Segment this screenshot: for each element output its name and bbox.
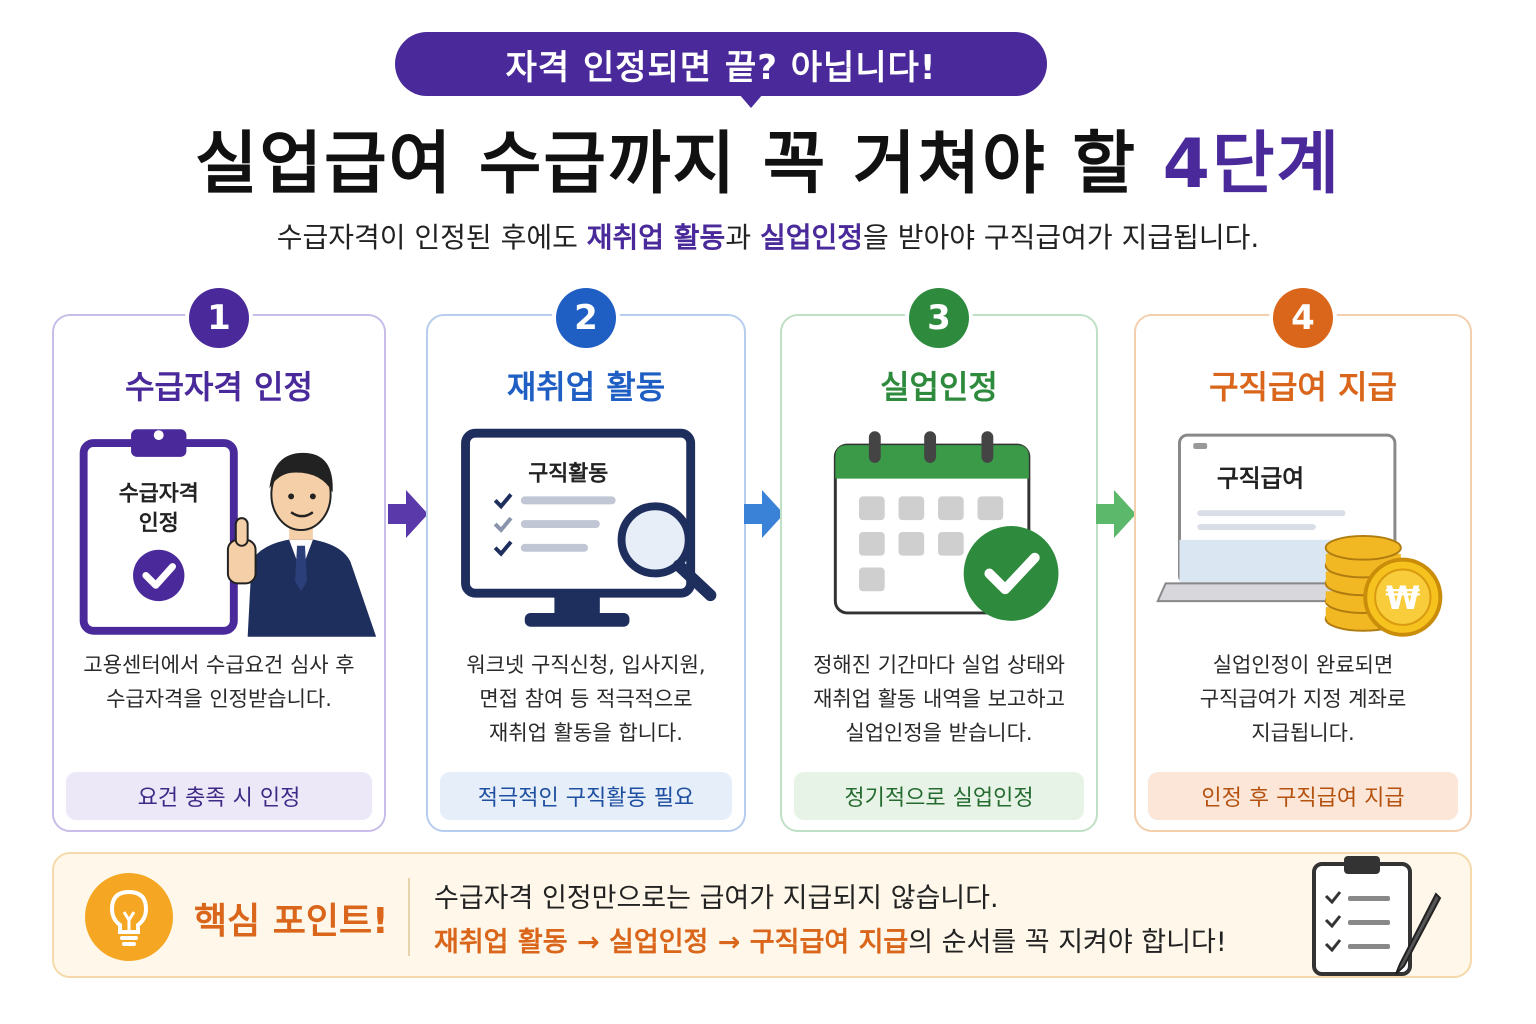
subtitle-mid: 과 — [725, 221, 760, 254]
title-main: 실업급여 수급까지 꼭 거쳐야 할 — [194, 125, 1163, 204]
illus-line-2: 인정 — [139, 511, 179, 536]
key-point-line-1: 수급자격 인정만으로는 급여가 지급되지 않습니다. — [434, 883, 999, 914]
lightbulb-icon — [85, 873, 173, 961]
subtitle-post: 을 받아야 구직급여가 지급됩니다. — [863, 221, 1260, 254]
laptop-coins-icon: 구직급여 ₩ — [1156, 433, 1443, 637]
step-title: 실업인정 — [880, 368, 998, 406]
desc-line: 워크넷 구직신청, 입사지원, — [466, 653, 706, 677]
step-card-4: 4 구직급여 지급 구직급여 ₩ 실업인정이 완료되면 구직급여가 지정 계좌로… — [1134, 288, 1472, 832]
key-point-label: 핵심 포인트! — [194, 901, 389, 942]
won-coin-icon: ₩ — [1385, 581, 1420, 617]
divider — [408, 878, 410, 956]
monitor-search-icon: 구직활동 — [461, 428, 717, 627]
key-point-line-2: 재취업 활동 → 실업인정 → 구직급여 지급의 순서를 꼭 지켜야 합니다! — [434, 920, 1227, 959]
illus-line-1: 수급자격 — [119, 481, 199, 506]
subtitle-highlight-2: 실업인정 — [760, 221, 864, 254]
desc-line: 수급자격을 인정받습니다. — [106, 687, 332, 711]
desc-line: 지급됩니다. — [1251, 721, 1355, 745]
header-badge: 자격 인정되면 끝? 아닙니다! — [395, 32, 1047, 108]
calendar-check-icon — [833, 431, 1059, 621]
step-description: 워크넷 구직신청, 입사지원, 면접 참여 등 적극적으로 재취업 활동을 합니… — [434, 648, 738, 750]
step-card-2: 2 재취업 활동 구직활동 워크넷 구직신청, 입사지원, 면접 참여 등 적극… — [426, 288, 746, 832]
page-subtitle: 수급자격이 인정된 후에도 재취업 활동과 실업인정을 받아야 구직급여가 지급… — [0, 216, 1536, 256]
desc-line: 고용센터에서 수급요건 심사 후 — [83, 653, 355, 677]
key-point-line-2-rest: 의 순서를 꼭 지켜야 합니다! — [908, 927, 1227, 958]
header-badge-text: 자격 인정되면 끝? 아닙니다! — [505, 47, 937, 88]
step-number-badge: 4 — [1273, 288, 1333, 348]
step-title: 수급자격 인정 — [125, 368, 313, 406]
subtitle-highlight-1: 재취업 활동 — [586, 221, 726, 254]
clipboard-check-person-icon: 수급자격 인정 — [79, 429, 377, 637]
step-description: 고용센터에서 수급요건 심사 후 수급자격을 인정받습니다. — [60, 648, 378, 716]
step-tag: 요건 충족 시 인정 — [66, 772, 372, 820]
step-card-1: 1 수급자격 인정 수급자격 인정 고용센터에서 수급요건 심사 후 수급자격을… — [52, 288, 386, 832]
step-number-badge: 2 — [556, 288, 616, 348]
step-card-3: 3 실업인정 정해진 기간마다 실업 상태와 재취업 활동 내역을 보고하고 실… — [780, 288, 1098, 832]
page-title: 실업급여 수급까지 꼭 거쳐야 할 4단계 — [0, 108, 1536, 207]
illus-line-1: 구직활동 — [528, 462, 608, 487]
desc-line: 면접 참여 등 적극적으로 — [479, 687, 693, 711]
title-accent: 4단계 — [1162, 125, 1342, 204]
step-number-badge: 3 — [909, 288, 969, 348]
key-point-sequence: 재취업 활동 → 실업인정 → 구직급여 지급 — [434, 927, 909, 958]
desc-line: 재취업 활동 내역을 보고하고 — [813, 687, 1065, 711]
arrow-right-icon — [1096, 490, 1136, 538]
step-title: 재취업 활동 — [506, 368, 666, 406]
step-description: 정해진 기간마다 실업 상태와 재취업 활동 내역을 보고하고 실업인정을 받습… — [788, 648, 1090, 750]
desc-line: 실업인정이 완료되면 — [1212, 653, 1394, 677]
illus-line-1: 구직급여 — [1217, 465, 1304, 493]
step-description: 실업인정이 완료되면 구직급여가 지정 계좌로 지급됩니다. — [1142, 648, 1464, 750]
desc-line: 정해진 기간마다 실업 상태와 — [813, 653, 1065, 677]
clipboard-checklist-pen-icon — [1312, 856, 1442, 976]
desc-line: 구직급여가 지정 계좌로 — [1199, 687, 1407, 711]
step-tag: 인정 후 구직급여 지급 — [1148, 772, 1458, 820]
step-number-badge: 1 — [189, 288, 249, 348]
subtitle-pre: 수급자격이 인정된 후에도 — [276, 221, 587, 254]
step-title: 구직급여 지급 — [1209, 368, 1397, 406]
arrow-right-icon — [744, 490, 784, 538]
arrow-right-icon — [388, 490, 428, 538]
desc-line: 실업인정을 받습니다. — [845, 721, 1033, 745]
step-tag: 정기적으로 실업인정 — [794, 772, 1084, 820]
key-point-box: 핵심 포인트! 수급자격 인정만으로는 급여가 지급되지 않습니다. 재취업 활… — [52, 852, 1472, 978]
step-tag: 적극적인 구직활동 필요 — [440, 772, 732, 820]
desc-line: 재취업 활동을 합니다. — [489, 721, 683, 745]
